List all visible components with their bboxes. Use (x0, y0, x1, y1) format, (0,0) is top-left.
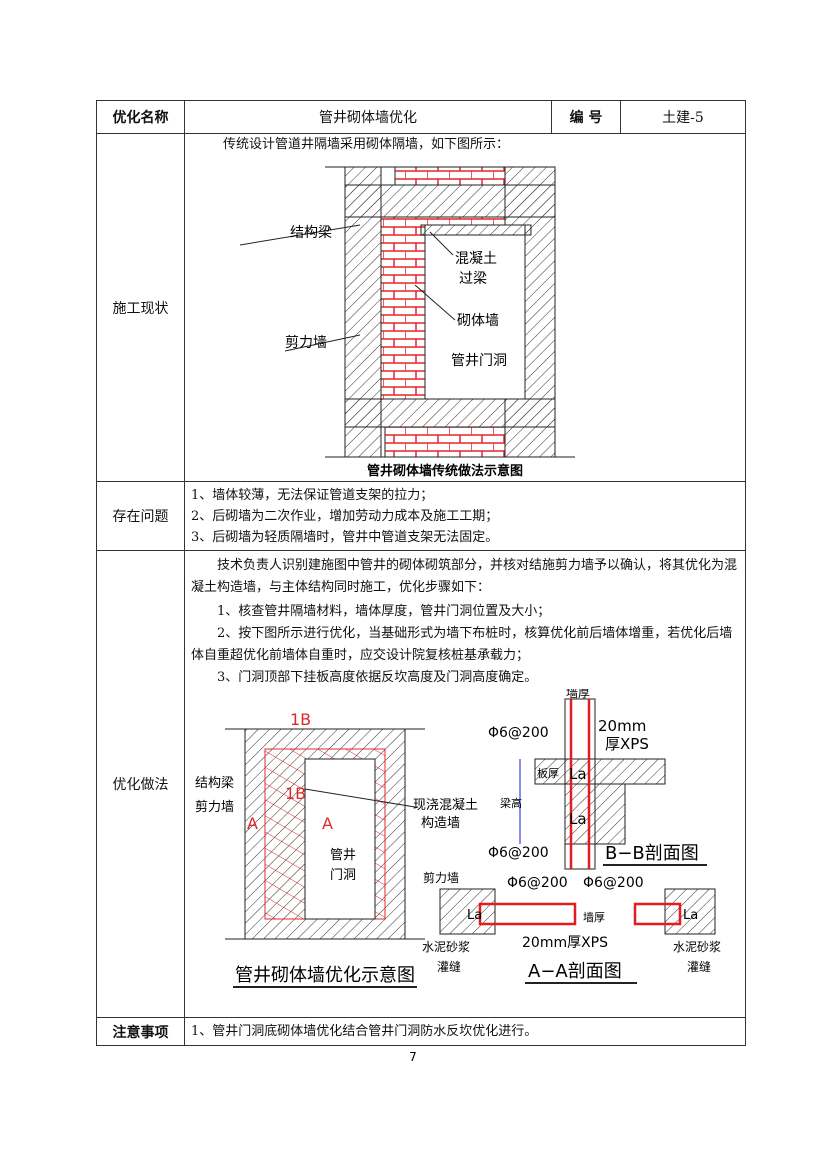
notes-text: 1、管井门洞底砌体墙优化结合管井门洞防水反坎优化进行。 (184, 1017, 746, 1046)
label-beam-height: 梁高 (500, 796, 522, 810)
label-structural-wall: 构造墙 (421, 816, 460, 831)
label-cast-concrete: 现浇混凝土 (413, 797, 478, 813)
label-rebar: Φ6@200 (488, 845, 549, 861)
label-rebar: Φ6@200 (488, 725, 549, 741)
aa-caption: A−A剖面图 (528, 961, 622, 982)
label-concrete: 混凝土 (455, 251, 497, 267)
status-label: 施工现状 (96, 133, 185, 482)
method-step: 1、核查管井隔墙材料，墙体厚度，管井门洞位置及大小； (217, 604, 551, 619)
problem-item: 2、后砌墙为二次作业，增加劳动力成本及施工工期； (191, 508, 499, 524)
section-mark-a: A (247, 814, 258, 833)
method-paragraph: 技术负责人识别建施图中管井的砌体砌筑部分，并核对结施剪力墙予以确认，将其优化为混… (191, 558, 738, 595)
label-xps: 厚XPS (605, 735, 649, 753)
status-intro: 传统设计管道井隔墙采用砌体隔墙，如下图所示： (223, 137, 510, 152)
traditional-caption: 管井砌体墙传统做法示意图 (367, 463, 523, 479)
traditional-diagram: 结构梁 混凝土 过梁 砌体墙 剪力墙 管井门洞 管井砌体墙传统做法示意图 (239, 166, 575, 479)
label-wall-thickness: 墙厚 (566, 689, 590, 700)
optimized-plan: 1B 1B A A 结构梁 剪力墙 现浇混凝土 构造墙 管井 门洞 管井砌体墙优… (195, 710, 478, 988)
label-mortar: 水泥砂浆 (422, 939, 470, 954)
problems-label: 存在问题 (96, 481, 185, 551)
label-door: 管井 (330, 848, 356, 863)
label-shear-wall: 剪力墙 (195, 799, 234, 815)
label-mortar: 水泥砂浆 (673, 939, 721, 954)
label-door: 门洞 (330, 868, 356, 883)
optimized-caption: 管井砌体墙优化示意图 (235, 965, 415, 986)
label-slab-thickness: 板厚 (537, 766, 559, 780)
page-number: 7 (409, 1050, 417, 1064)
method-step: 3、门洞顶部下挂板高度依据反坎高度及门洞高度确定。 (217, 670, 538, 685)
section-aa: 剪力墙 La La Φ6@200 Φ6@200 墙厚 20mm厚XPS 水泥砂浆… (422, 870, 721, 984)
optimized-diagrams: 1B 1B A A 结构梁 剪力墙 现浇混凝土 构造墙 管井 门洞 管井砌体墙优… (195, 689, 721, 988)
label-la: La (467, 908, 482, 923)
section-mark-a: A (322, 814, 333, 833)
label-xps: 20mm (598, 717, 646, 735)
section-mark-1b: 1B (290, 710, 311, 729)
label-la: La (569, 765, 587, 783)
label-xps: 20mm厚XPS (522, 935, 608, 951)
label-la: La (569, 810, 587, 828)
label-joint: 灌缝 (437, 959, 461, 974)
section-mark-1b: 1B (285, 784, 306, 803)
label-beam: 结构梁 (290, 225, 332, 241)
label-beam: 结构梁 (195, 776, 234, 791)
label-la: La (683, 908, 698, 923)
method-label: 优化做法 (96, 550, 185, 1018)
code-label: 编 号 (551, 100, 621, 134)
label-lintel: 过梁 (459, 271, 487, 287)
notes-label: 注意事项 (96, 1017, 185, 1046)
label-joint: 灌缝 (687, 959, 711, 974)
code-value: 土建-5 (620, 100, 746, 134)
label-shear-wall: 剪力墙 (285, 335, 327, 351)
name-label: 优化名称 (96, 100, 185, 134)
method-step: 2、按下图所示进行优化，当基础形式为墙下布桩时，核算优化前后墙体增重，若优化后墙… (191, 626, 733, 663)
section-bb: 墙厚 Φ6@200 20mm 厚XPS 板厚 梁高 La La Φ6@200 B… (488, 689, 707, 870)
problem-item: 1、墙体较薄，无法保证管道支架的拉力； (191, 487, 434, 503)
bb-caption: B−B剖面图 (605, 843, 699, 864)
label-rebar: Φ6@200 (583, 875, 644, 891)
optimization-table: 优化名称 管井砌体墙优化 编 号 土建-5 施工现状 传统设计管道井隔墙采用砌体… (96, 100, 746, 1046)
problem-item: 3、后砌墙为轻质隔墙时，管井中管道支架无法固定。 (191, 529, 499, 545)
label-masonry: 砌体墙 (457, 313, 499, 329)
name-value: 管井砌体墙优化 (184, 100, 552, 134)
label-rebar: Φ6@200 (507, 875, 568, 891)
label-wall-thickness: 墙厚 (583, 910, 605, 924)
label-shear-wall: 剪力墙 (423, 870, 459, 885)
label-door: 管井门洞 (451, 353, 507, 369)
